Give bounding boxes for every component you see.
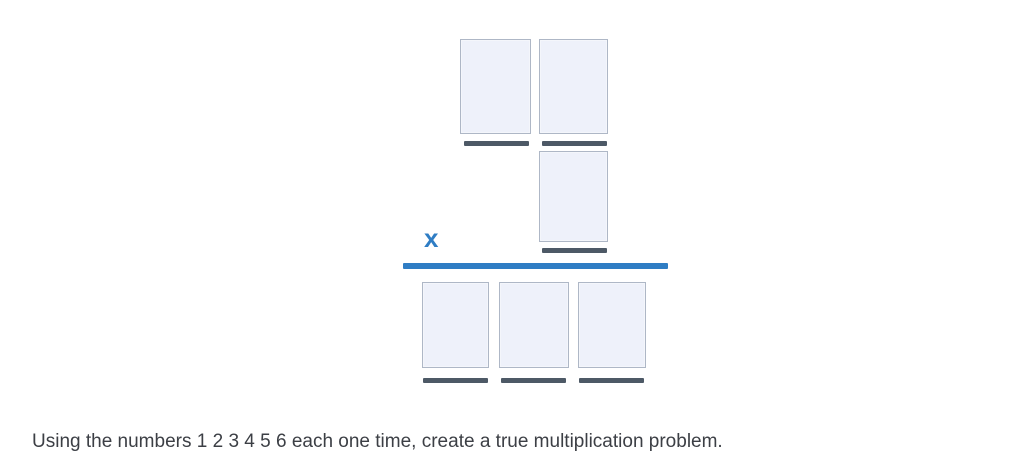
product-ones-slot[interactable] bbox=[578, 282, 646, 368]
second-factor-ones-slot[interactable] bbox=[539, 151, 608, 242]
first-factor-tens-underline bbox=[464, 141, 529, 146]
product-tens-slot[interactable] bbox=[499, 282, 569, 368]
instructions-text: Using the numbers 1 2 3 4 5 6 each one t… bbox=[32, 431, 723, 452]
first-factor-ones-slot[interactable] bbox=[539, 39, 608, 134]
product-tens-underline bbox=[501, 378, 566, 383]
product-ones-underline bbox=[579, 378, 644, 383]
multiplication-rule-line bbox=[403, 263, 668, 269]
second-factor-ones-underline bbox=[542, 248, 607, 253]
multiplication-operator-symbol: x bbox=[424, 223, 439, 253]
first-factor-tens-slot[interactable] bbox=[460, 39, 531, 134]
product-hundreds-underline bbox=[423, 378, 488, 383]
first-factor-ones-underline bbox=[542, 141, 607, 146]
product-hundreds-slot[interactable] bbox=[422, 282, 489, 368]
